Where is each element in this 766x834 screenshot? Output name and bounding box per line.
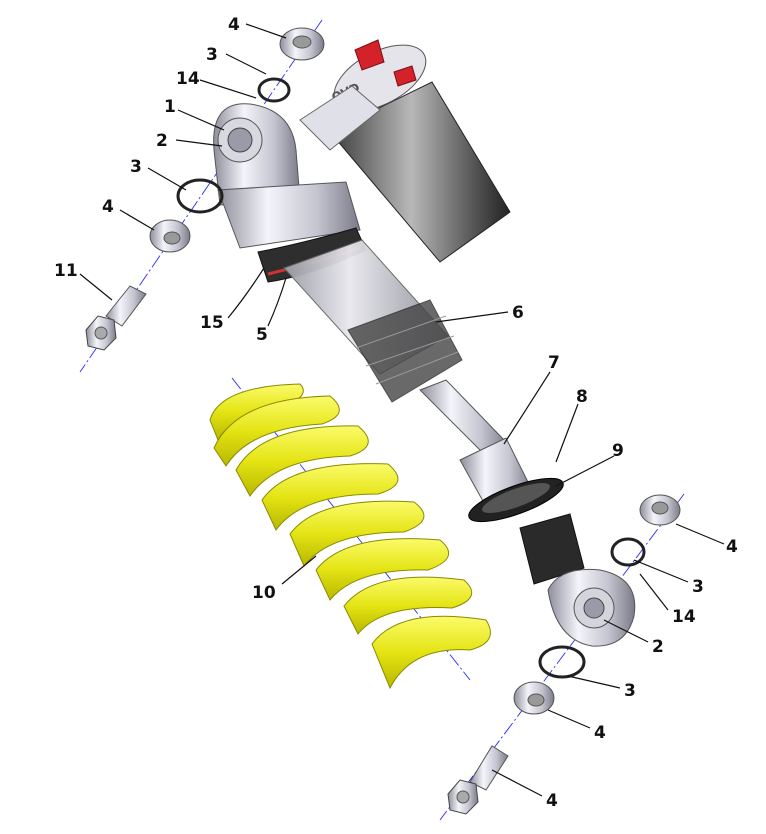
callout-5: 5 xyxy=(256,325,268,345)
reservoir: OVD xyxy=(299,39,511,263)
bump-stop xyxy=(347,299,463,403)
left-washer-spacer xyxy=(149,219,191,253)
right-washer-spacer xyxy=(639,494,681,526)
bottom-bolt xyxy=(447,745,509,815)
callout-1: 1 xyxy=(164,97,176,117)
callout-6: 6 xyxy=(512,303,524,323)
callout-2-top: 2 xyxy=(156,131,168,151)
bottom-washer-spacer xyxy=(513,681,555,715)
callout-3-left: 3 xyxy=(130,157,142,177)
callout-8: 8 xyxy=(576,387,588,407)
callout-14-right: 14 xyxy=(672,607,696,627)
leader-lines xyxy=(79,23,725,797)
coil-spring xyxy=(209,383,491,690)
callout-3-bottom: 3 xyxy=(624,681,636,701)
top-washer-spacer xyxy=(279,27,325,61)
callout-4-bottom: 4 xyxy=(594,723,606,743)
lower-body xyxy=(459,437,636,647)
callout-4-left: 4 xyxy=(102,197,114,217)
callout-7: 7 xyxy=(548,353,560,373)
callout-4-top: 4 xyxy=(228,15,240,35)
top-bolt xyxy=(85,285,147,351)
callout-4-right: 4 xyxy=(726,537,738,557)
reservoir-cap xyxy=(354,39,385,71)
callout-3-right: 3 xyxy=(692,577,704,597)
callout-14-top: 14 xyxy=(176,69,200,89)
bottom-o-ring xyxy=(538,645,586,679)
callout-4-bolt: 4 xyxy=(546,791,558,811)
shock-body xyxy=(283,239,463,403)
callout-11: 11 xyxy=(54,261,78,281)
right-o-ring xyxy=(610,537,646,567)
left-o-ring xyxy=(176,178,224,214)
callout-2-bottom: 2 xyxy=(652,637,664,657)
lower-clevis-collar xyxy=(519,513,585,585)
top-o-ring xyxy=(257,77,291,103)
callout-9: 9 xyxy=(612,441,624,461)
callout-labels: 4 3 14 1 2 3 4 11 15 5 6 7 8 9 10 4 3 14… xyxy=(54,15,738,811)
callout-10: 10 xyxy=(252,583,276,603)
callout-3-top: 3 xyxy=(206,45,218,65)
callout-15: 15 xyxy=(200,313,224,333)
